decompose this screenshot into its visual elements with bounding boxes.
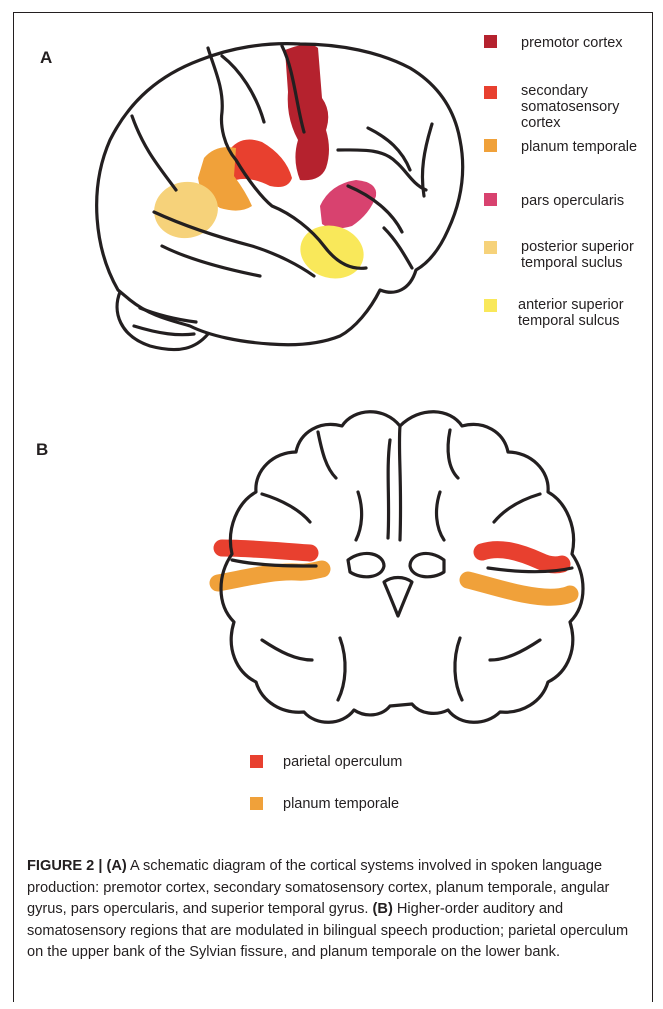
region-premotor-cortex — [285, 44, 329, 180]
swatch-icon — [484, 139, 497, 152]
legend-planum-temporale-a: planum temporale — [521, 139, 637, 155]
legend-parietal-operculum: parietal operculum — [283, 754, 402, 770]
swatch-icon — [484, 241, 497, 254]
legend-secondary-somatosensory-line2: somatosensory — [521, 99, 620, 115]
legend-b: parietal operculum planum temporale — [250, 754, 402, 812]
band-parietal-operculum-right — [482, 550, 562, 565]
swatch-icon — [484, 86, 497, 99]
band-planum-temporale-left — [218, 569, 322, 583]
coronal-brain-diagram — [218, 412, 583, 723]
legend-secondary-somatosensory-line1: secondary — [521, 83, 589, 99]
caption-label-b: (B) — [373, 901, 393, 917]
lateral-brain-diagram — [97, 44, 463, 350]
swatch-icon — [250, 755, 263, 768]
panel-a-label: A — [40, 48, 52, 67]
figure-illustration: A B premotor cortex secondary s — [0, 0, 663, 850]
legend-anterior-sts-line2: temporal sulcus — [518, 313, 620, 329]
legend-pars-opercularis: pars opercularis — [521, 193, 624, 209]
swatch-icon — [484, 193, 497, 206]
band-planum-temporale-right — [468, 580, 570, 597]
legend-anterior-sts-line1: anterior superior — [518, 297, 624, 313]
legend-premotor-cortex: premotor cortex — [521, 35, 623, 51]
panel-b-label: B — [36, 440, 48, 459]
legend-posterior-sts-line1: posterior superior — [521, 239, 634, 255]
legend-secondary-somatosensory-line3: cortex — [521, 115, 561, 131]
legend-posterior-sts-line2: temporal suclus — [521, 255, 623, 271]
band-parietal-operculum-left — [222, 548, 310, 553]
swatch-icon — [484, 35, 497, 48]
swatch-icon — [250, 797, 263, 810]
legend-a: premotor cortex secondary somatosensory … — [484, 35, 637, 329]
figure-caption: FIGURE 2 | (A) A schematic diagram of th… — [27, 856, 639, 964]
swatch-icon — [484, 299, 497, 312]
legend-planum-temporale-b: planum temporale — [283, 796, 399, 812]
caption-figure-label: FIGURE 2 | (A) — [27, 858, 127, 874]
